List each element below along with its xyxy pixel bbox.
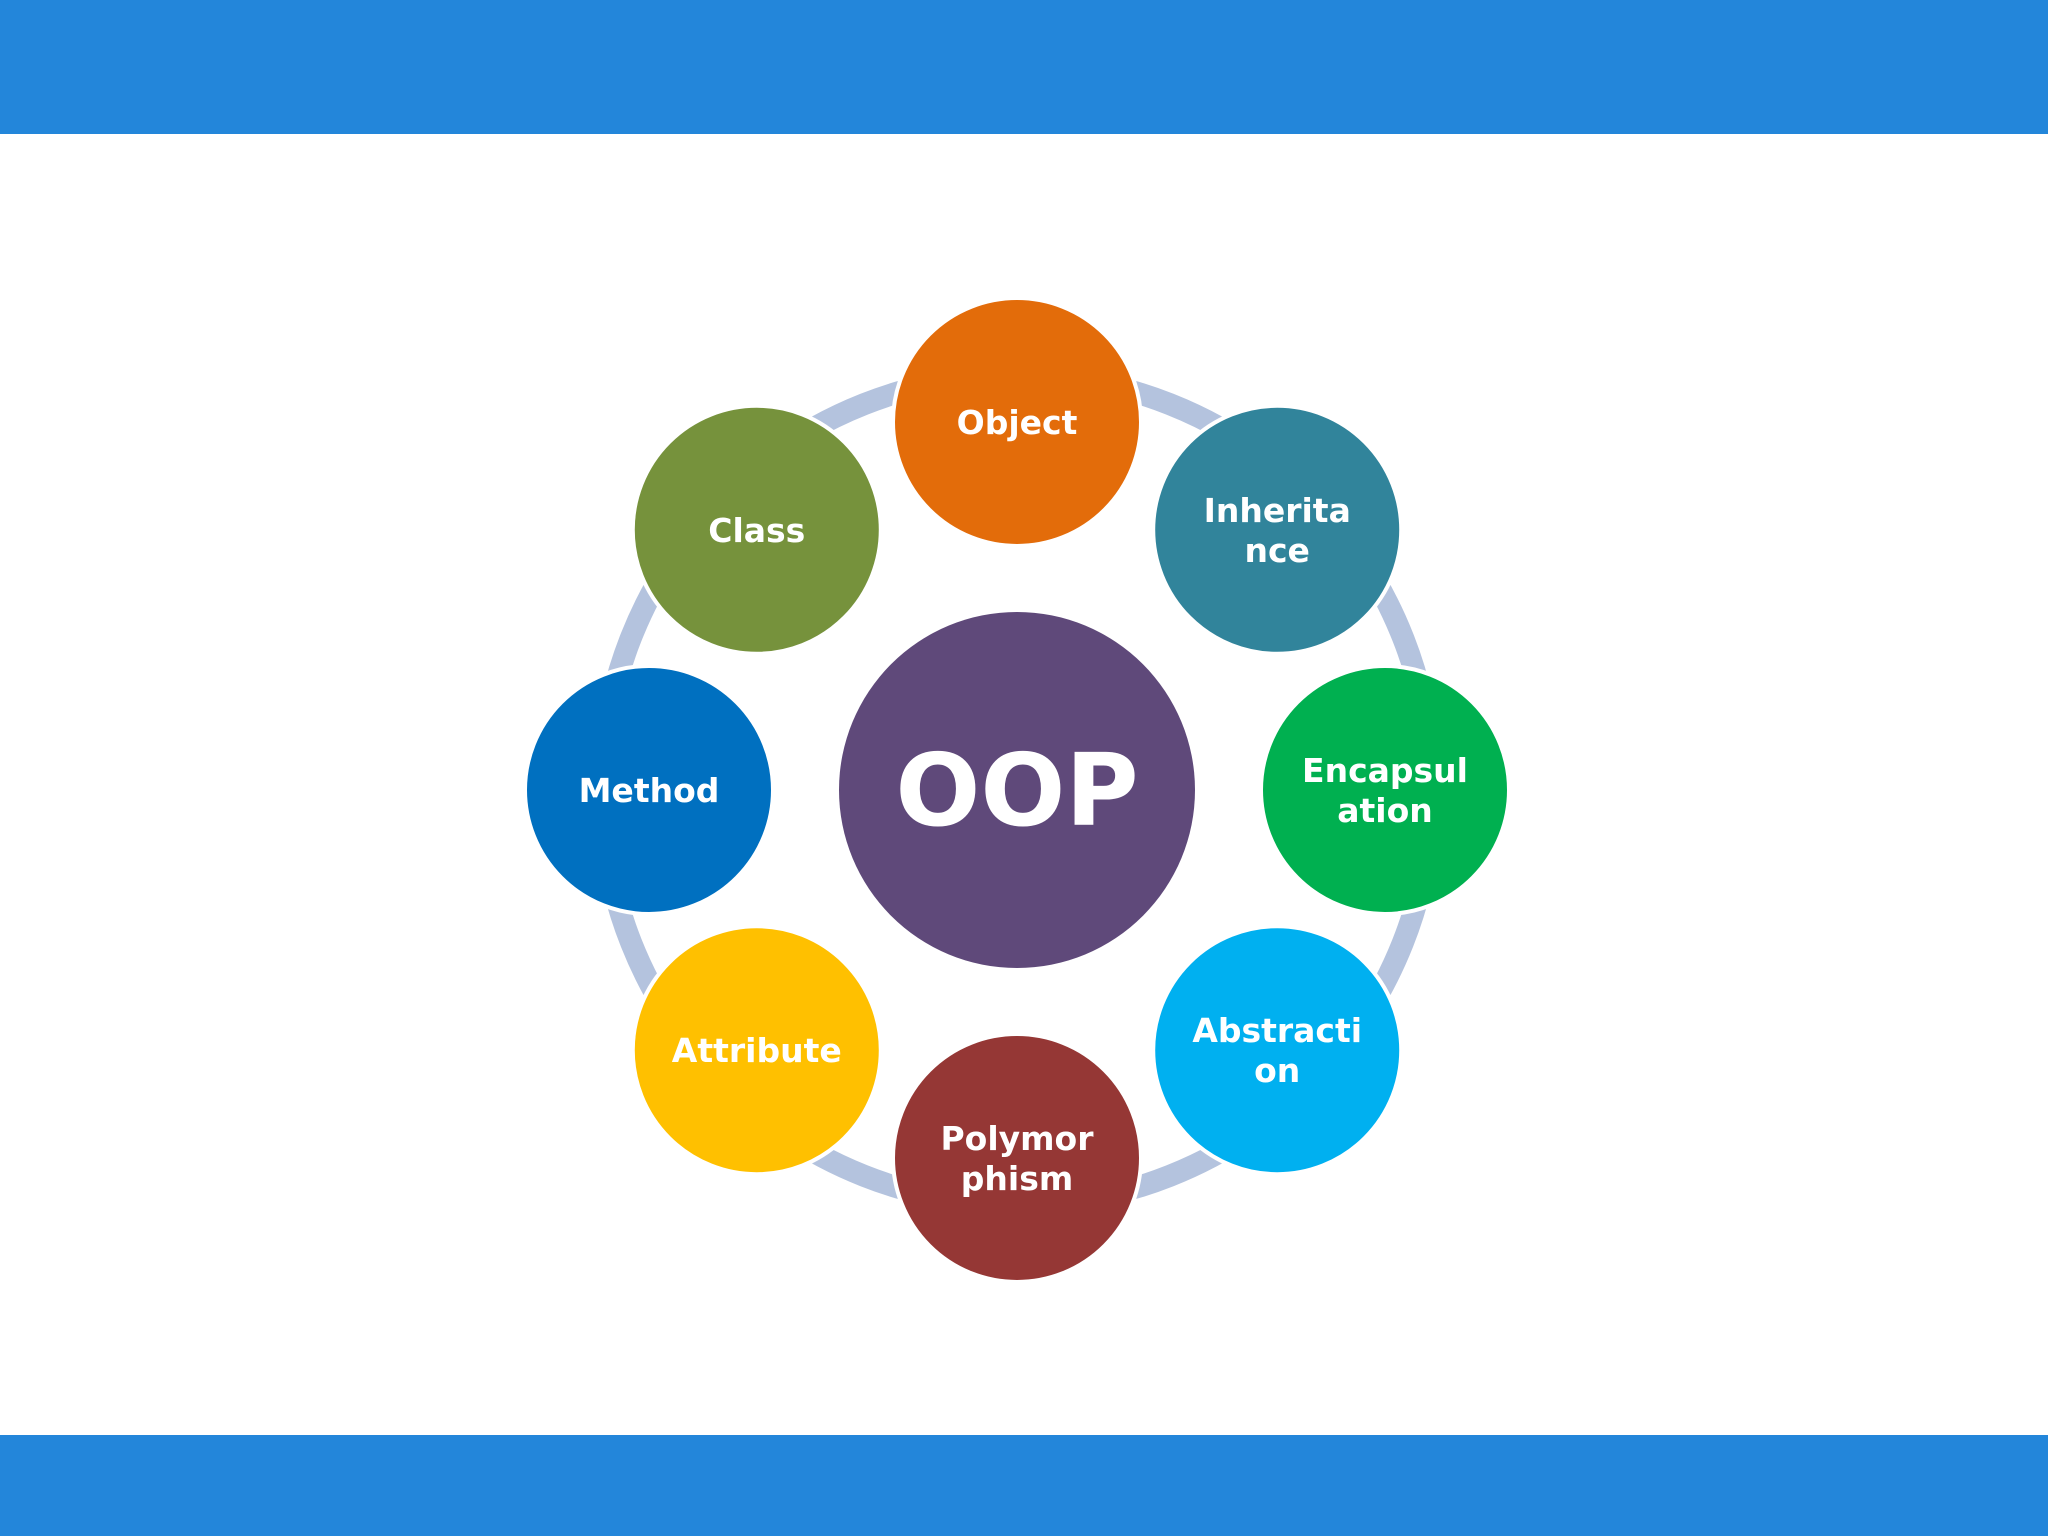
concept-node-circle-class xyxy=(630,403,883,656)
concept-node-attribute: Attribute xyxy=(630,924,883,1177)
concept-node-circle-encapsulation xyxy=(1259,664,1511,916)
concept-node-label-abstraction: on xyxy=(1254,1051,1300,1090)
concept-node-label-object: Object xyxy=(957,403,1078,442)
concept-node-class: Class xyxy=(630,403,883,656)
concept-nodes: ObjectInheritanceEncapsulationAbstractio… xyxy=(523,296,1511,1284)
concept-node-circle-object xyxy=(891,296,1143,548)
concept-node-circle-inheritance xyxy=(1151,403,1404,656)
concept-node-label-encapsulation: Encapsul xyxy=(1302,751,1468,790)
concept-node-label-polymorphism: Polymor xyxy=(940,1119,1094,1158)
concept-node-label-abstraction: Abstracti xyxy=(1192,1011,1362,1050)
concept-node-label-class: Class xyxy=(708,511,805,550)
concept-node-circle-method xyxy=(523,664,775,916)
concept-node-label-inheritance: Inherita xyxy=(1204,491,1351,530)
concept-node-circle-abstraction xyxy=(1151,924,1404,1177)
concept-node-circle-attribute xyxy=(630,924,883,1177)
concept-node-label-polymorphism: phism xyxy=(961,1159,1073,1198)
top-banner xyxy=(0,0,2048,134)
oop-center-label: OOP xyxy=(895,732,1138,849)
concept-node-circle-polymorphism xyxy=(891,1032,1143,1284)
bottom-banner xyxy=(0,1435,2048,1536)
concept-node-label-method: Method xyxy=(579,771,720,810)
oop-center-circle xyxy=(839,612,1195,968)
concept-node-label-attribute: Attribute xyxy=(672,1031,842,1070)
concept-node-label-encapsulation: ation xyxy=(1337,791,1433,830)
concept-node-label-inheritance: nce xyxy=(1244,531,1309,570)
concept-node-object: Object xyxy=(891,296,1143,548)
concept-node-method: Method xyxy=(523,664,775,916)
